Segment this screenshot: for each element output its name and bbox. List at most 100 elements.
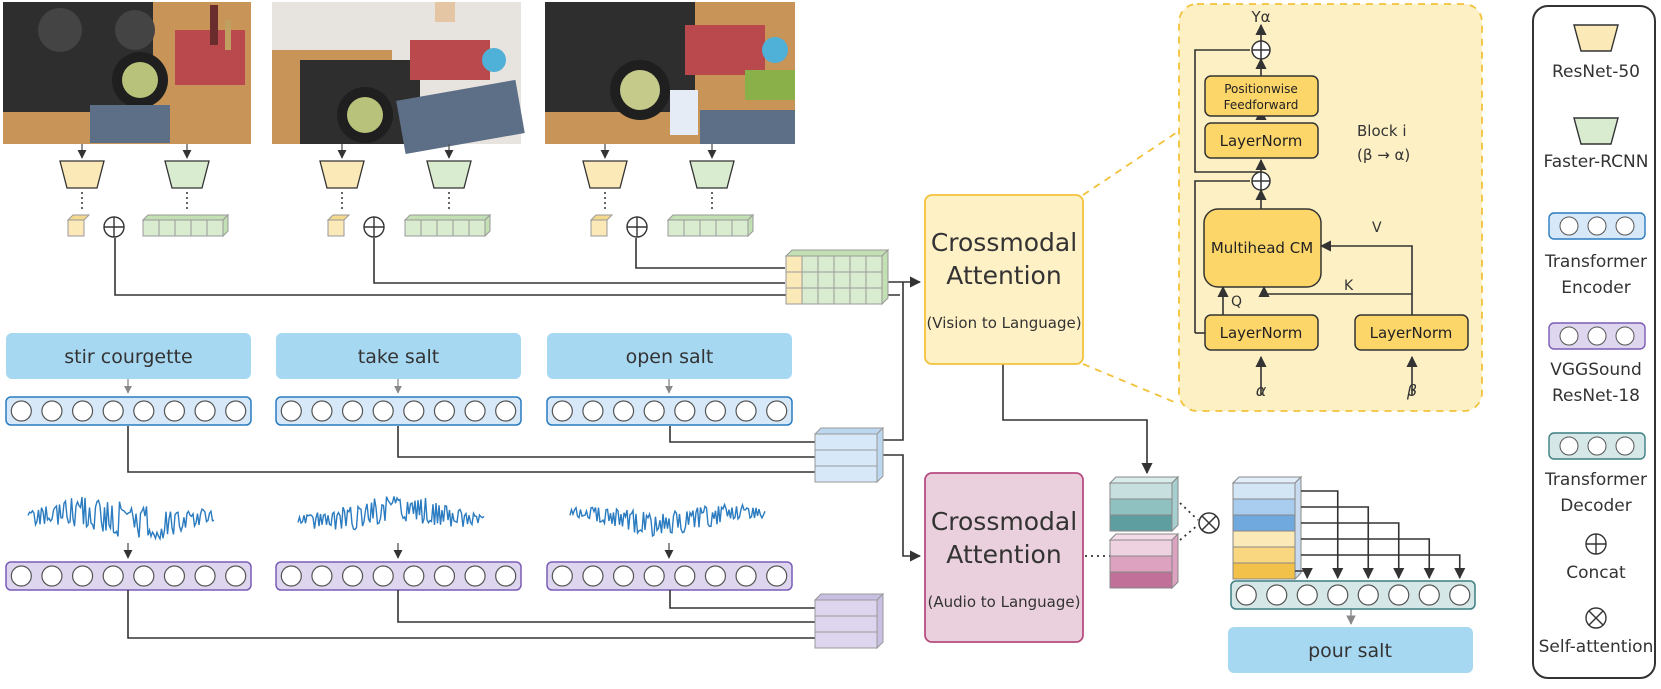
concat-legend-icon xyxy=(1585,533,1607,555)
token xyxy=(433,565,456,587)
svg-text:Q: Q xyxy=(1231,294,1242,310)
token xyxy=(163,400,186,422)
svg-text:Block i: Block i xyxy=(1357,122,1407,140)
token xyxy=(612,565,635,587)
decoder-token-row xyxy=(1230,580,1476,610)
legend-label-self-attention: Self-attention xyxy=(1538,637,1654,657)
output-action-label: pour salt xyxy=(1308,640,1392,662)
audio-crossmodal-attention: Crossmodal Attention (Audio to Language) xyxy=(924,472,1084,643)
token xyxy=(225,400,247,422)
token xyxy=(704,400,727,422)
token xyxy=(735,400,757,422)
token xyxy=(1235,584,1257,606)
svg-text:Crossmodal: Crossmodal xyxy=(931,228,1077,257)
transformer-block-detail: Positionwise Feedforward LayerNorm Multi… xyxy=(1178,3,1483,412)
token xyxy=(194,565,216,587)
faster-rcnn-encoder-3 xyxy=(689,160,735,189)
token xyxy=(280,565,302,587)
legend-label-encoder-1: Transformer xyxy=(1544,252,1647,272)
faster-rcnn-encoder-1 xyxy=(164,160,210,189)
audio-waveforms xyxy=(27,496,766,541)
action-box-1: stir courgette xyxy=(6,333,251,379)
token xyxy=(403,400,425,422)
token xyxy=(341,565,364,587)
resnet-feature xyxy=(67,219,85,237)
legend-label-decoder-1: Transformer xyxy=(1544,470,1647,490)
token xyxy=(10,400,32,422)
output-action-box: pour salt xyxy=(1228,627,1473,673)
text-feature-tensor xyxy=(813,426,885,484)
svg-text:(Audio to Language): (Audio to Language) xyxy=(928,593,1081,611)
token xyxy=(133,400,155,422)
token xyxy=(766,400,788,422)
action-label-2: take salt xyxy=(358,346,439,368)
transformer-decoder-row xyxy=(1230,580,1476,610)
transformer-encoder-icon xyxy=(1548,212,1646,240)
token xyxy=(582,565,604,587)
token xyxy=(71,565,94,587)
video-frame-2 xyxy=(272,2,525,155)
token xyxy=(1266,584,1288,606)
audio-encoder-row-2 xyxy=(275,561,522,591)
legend-label-faster-rcnn: Faster-RCNN xyxy=(1543,152,1649,172)
token xyxy=(311,400,333,422)
token xyxy=(766,565,788,587)
audio-waveform-2 xyxy=(297,496,485,531)
token xyxy=(102,565,124,587)
concat-icon xyxy=(1251,40,1271,191)
legend-label-resnet: ResNet-50 xyxy=(1552,62,1640,82)
text-encoder-row-2 xyxy=(275,396,522,426)
token xyxy=(71,400,94,422)
svg-text:Attention: Attention xyxy=(946,540,1061,569)
action-box-3: open salt xyxy=(547,333,792,379)
token xyxy=(464,565,486,587)
vggsound-icon xyxy=(1548,322,1646,350)
audio-feature-tensor xyxy=(813,592,885,650)
svg-text:(β → α): (β → α) xyxy=(1357,146,1410,164)
token xyxy=(674,400,696,422)
token xyxy=(311,565,333,587)
self-attention-icon xyxy=(1198,512,1220,534)
legend-label-encoder-2: Encoder xyxy=(1561,278,1631,298)
audio-encoder-row-3 xyxy=(546,561,793,591)
token xyxy=(464,400,486,422)
token xyxy=(102,400,124,422)
resnet-icon xyxy=(1573,24,1619,52)
svg-text:Multihead CM: Multihead CM xyxy=(1211,239,1313,257)
legend-label-decoder-2: Decoder xyxy=(1560,496,1632,516)
token xyxy=(612,400,635,422)
token xyxy=(643,565,665,587)
token xyxy=(163,565,186,587)
token xyxy=(41,565,63,587)
audio-encoder-row-1 xyxy=(5,561,252,591)
token xyxy=(341,400,364,422)
fused-audio-stack xyxy=(1108,532,1180,590)
svg-text:LayerNorm: LayerNorm xyxy=(1220,324,1303,342)
token xyxy=(1357,584,1379,606)
token xyxy=(372,565,394,587)
text-encoder-row-1 xyxy=(5,396,252,426)
block-output-label: Yα xyxy=(1250,8,1270,26)
token xyxy=(551,565,573,587)
token xyxy=(643,400,665,422)
legend-icons xyxy=(1548,24,1646,629)
resnet-feature xyxy=(327,219,345,237)
fused-vision-stack xyxy=(1108,475,1180,533)
resnet-encoder-1 xyxy=(59,160,105,189)
legend-panel: ResNet-50 Faster-RCNN Transformer Encode… xyxy=(1532,5,1656,679)
legend-label-vggsound-1: VGGSound xyxy=(1550,360,1642,380)
self-attention-legend-icon xyxy=(1585,607,1607,629)
token xyxy=(225,565,247,587)
transformer-decoder-icon xyxy=(1548,432,1646,460)
token xyxy=(194,400,216,422)
resnet-encoder-2 xyxy=(319,160,365,189)
svg-text:LayerNorm: LayerNorm xyxy=(1370,324,1453,342)
audio-encoder-rows xyxy=(5,543,793,591)
audio-waveform-1 xyxy=(27,496,215,541)
token xyxy=(41,400,63,422)
token xyxy=(10,565,32,587)
token xyxy=(1327,584,1349,606)
token xyxy=(133,565,155,587)
dotted-connectors xyxy=(1085,502,1199,557)
video-frame-1 xyxy=(3,2,251,144)
